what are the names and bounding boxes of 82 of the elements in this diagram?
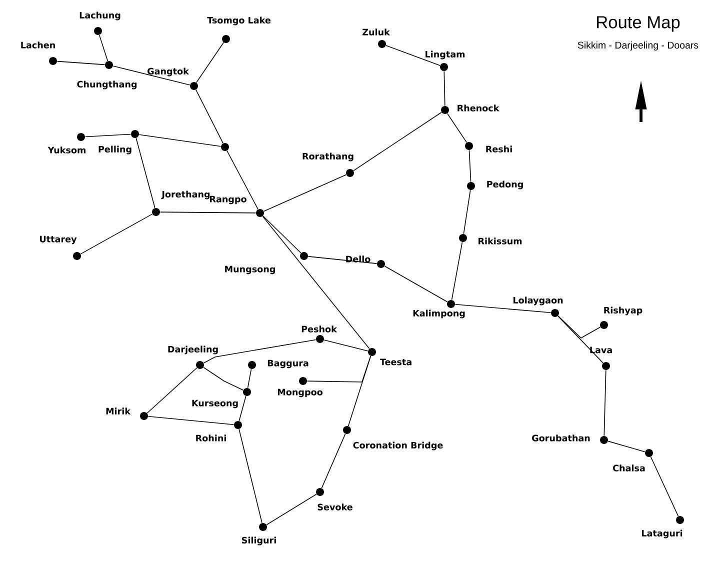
road-line — [306, 356, 372, 382]
road-line — [196, 42, 224, 83]
road-line — [112, 66, 190, 86]
road-line — [608, 440, 646, 452]
road-line — [136, 138, 156, 208]
place-label: Pelling — [98, 146, 132, 154]
place-label: Rikissum — [478, 238, 522, 244]
road-line — [264, 174, 346, 212]
road-line — [558, 316, 604, 364]
place-label: Lingtam — [426, 50, 465, 60]
place-label: Gangtok — [148, 68, 190, 76]
road-line — [196, 89, 224, 144]
place-label: Rangpo — [210, 196, 246, 204]
road-line — [160, 212, 256, 214]
road-line — [262, 216, 370, 350]
road-line — [604, 370, 606, 436]
road-line — [348, 356, 372, 426]
road-line — [558, 316, 601, 338]
road-line — [463, 190, 471, 234]
road-line — [324, 340, 368, 352]
place-label: Rishyap — [604, 306, 642, 316]
road-line — [238, 396, 246, 422]
place-label: Coronation Bridge — [353, 442, 443, 450]
place-label: Baggura — [268, 360, 308, 368]
road-line — [446, 113, 468, 143]
road-line — [454, 304, 552, 314]
place-label: Tsomgo Lake — [207, 16, 270, 26]
road-line — [247, 368, 252, 388]
place-label: Jorethang — [161, 190, 210, 200]
place-label: Rhenock — [458, 104, 500, 112]
place-label: Mirik — [106, 408, 131, 414]
road-line — [203, 366, 244, 391]
place-label: Reshi — [486, 146, 512, 152]
place-label: Chalsa — [613, 464, 645, 472]
place-label: Lataguri — [642, 530, 682, 538]
road-line — [80, 214, 153, 254]
road-line — [146, 367, 198, 414]
place-label: Rohini — [196, 434, 226, 442]
road-line — [386, 45, 440, 66]
place-label: Yuksom — [48, 146, 86, 154]
place-label: Lachen — [21, 42, 55, 48]
place-label: Teesta — [380, 358, 412, 366]
map-title: Route Map — [597, 16, 680, 32]
road-line — [148, 416, 234, 425]
road-line — [444, 70, 446, 106]
place-label: Peshok — [302, 326, 338, 332]
place-label: Uttarey — [40, 236, 77, 244]
place-label: Sevoke — [318, 504, 352, 510]
road-line — [353, 112, 442, 172]
road-line — [226, 150, 258, 210]
place-label: Gorubathan — [532, 434, 590, 442]
road-line — [84, 134, 132, 138]
place-label: Darjeeling — [168, 346, 218, 354]
road-line — [262, 216, 302, 254]
road-line — [650, 456, 679, 517]
place-label: Mungsong — [225, 266, 275, 274]
road-line — [138, 134, 222, 147]
road-line — [384, 266, 448, 302]
place-label: Rorathang — [302, 152, 354, 162]
place-dot — [221, 143, 229, 151]
map-subtitle: Sikkim - Darjeeling - Dooars — [578, 41, 698, 51]
place-dot — [300, 252, 308, 260]
place-label: Dello — [346, 256, 370, 262]
road-line — [203, 339, 316, 364]
place-label: Lolaygaon — [514, 296, 563, 306]
road-line — [266, 494, 317, 526]
place-label: Pedong — [487, 180, 523, 190]
place-label: Kalimpong — [413, 310, 465, 318]
place-label: Lava — [590, 346, 612, 354]
road-line — [468, 150, 472, 182]
place-label: Lachung — [80, 12, 120, 20]
place-label: Siliguri — [242, 536, 276, 546]
road-line — [56, 60, 106, 66]
place-label: Zuluk — [362, 28, 390, 36]
road-line — [451, 242, 463, 300]
road-line — [308, 256, 378, 264]
place-label: Kurseong — [192, 400, 238, 408]
road-line — [321, 434, 346, 488]
road-line — [238, 428, 262, 524]
place-label: Mongpoo — [278, 388, 322, 398]
place-label: Chungthang — [77, 80, 137, 90]
road-line — [98, 34, 108, 62]
